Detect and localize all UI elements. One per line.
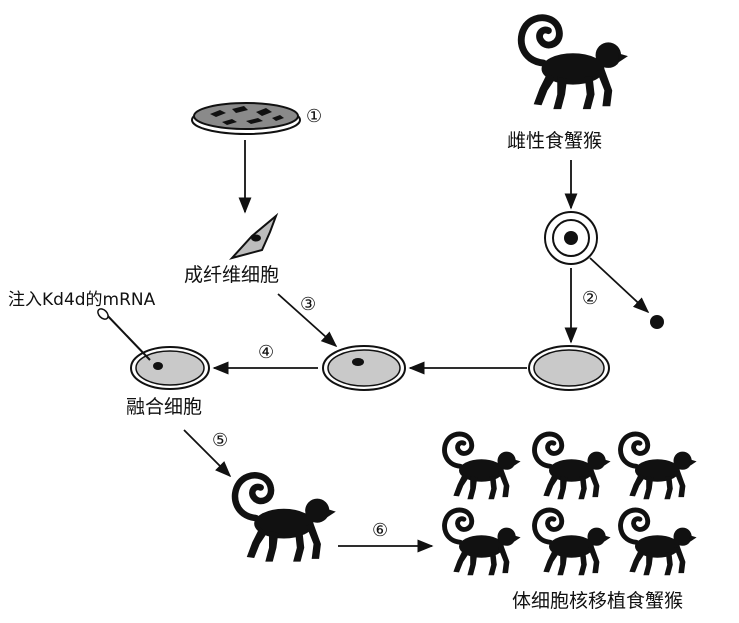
step-5-marker: ⑤ [212,432,228,450]
reconstructed-egg [323,346,405,390]
enucleated-oocyte [529,346,609,390]
clones-label: 体细胞核移植食蟹猴 [512,592,683,611]
step-3-marker: ③ [300,296,316,314]
step-2-marker: ② [582,290,598,308]
clone-monkey-icon [621,510,697,575]
removed-nucleus [650,315,664,329]
arrow-nucleus-removed [590,258,648,312]
clone-monkey-icon [535,434,611,499]
female-monkey-label: 雌性食蟹猴 [507,132,602,151]
fused-cell-label: 融合细胞 [126,398,202,417]
fibroblast-cell-icon [232,216,276,258]
culture-dish [192,103,300,134]
injection-label: 注入Kd4d的mRNA [8,292,155,309]
step-4-marker: ④ [258,344,274,362]
clone-monkey-icon [445,510,521,575]
step-1-marker: ① [306,108,322,126]
clone-monkey-icon [621,434,697,499]
step-6-marker: ⑥ [372,522,388,540]
clone-monkey-icon [535,510,611,575]
oocyte-icon [545,212,597,264]
clone-monkey-icon [445,434,521,499]
surrogate-monkey-icon [235,475,336,561]
female-monkey-icon [521,18,628,109]
fibroblast-label: 成纤维细胞 [184,266,279,285]
injection-needle [96,307,150,360]
